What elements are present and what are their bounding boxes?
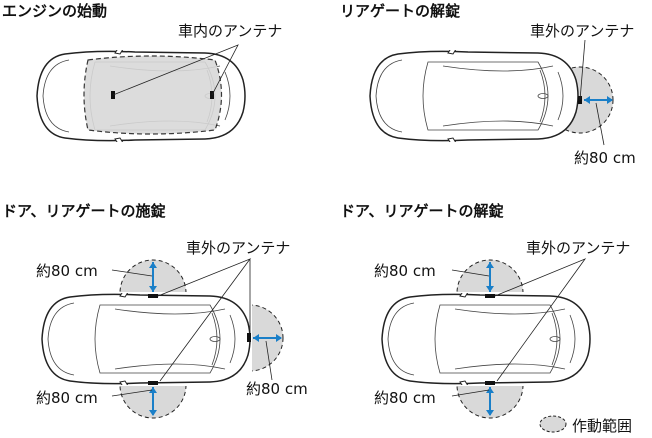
range-label-rear-gate: 約80 cm bbox=[246, 380, 308, 398]
range-label-rear-door: 約80 cm bbox=[374, 389, 436, 407]
exterior-antenna-label: 車外のアンテナ bbox=[186, 239, 291, 257]
interior-antenna-label: 車内のアンテナ bbox=[178, 22, 283, 40]
panel-engine-start-car bbox=[37, 44, 245, 148]
range-label-rear-door: 約80 cm bbox=[36, 389, 98, 407]
range-label-front-door: 約80 cm bbox=[374, 262, 436, 280]
panel-title-engine-start: エンジンの始動 bbox=[2, 2, 108, 20]
legend-range-swatch bbox=[539, 415, 567, 433]
panel-title-lock: ドア、リアゲートの施錠 bbox=[2, 202, 166, 220]
panel-unlock-car bbox=[380, 258, 592, 419]
panel-title-unlock: ドア、リアゲートの解錠 bbox=[340, 202, 504, 220]
exterior-antenna-label: 車外のアンテナ bbox=[526, 239, 631, 257]
panel-rear-gate-unlock-car bbox=[370, 39, 614, 148]
panel-lock-car bbox=[40, 258, 284, 419]
range-label-front-door: 約80 cm bbox=[36, 262, 98, 280]
panel-title-rear-gate-unlock: リアゲートの解錠 bbox=[340, 2, 461, 20]
legend-label: 作動範囲 bbox=[572, 417, 633, 435]
exterior-antenna-label: 車外のアンテナ bbox=[530, 22, 635, 40]
range-label: 約80 cm bbox=[574, 149, 636, 167]
